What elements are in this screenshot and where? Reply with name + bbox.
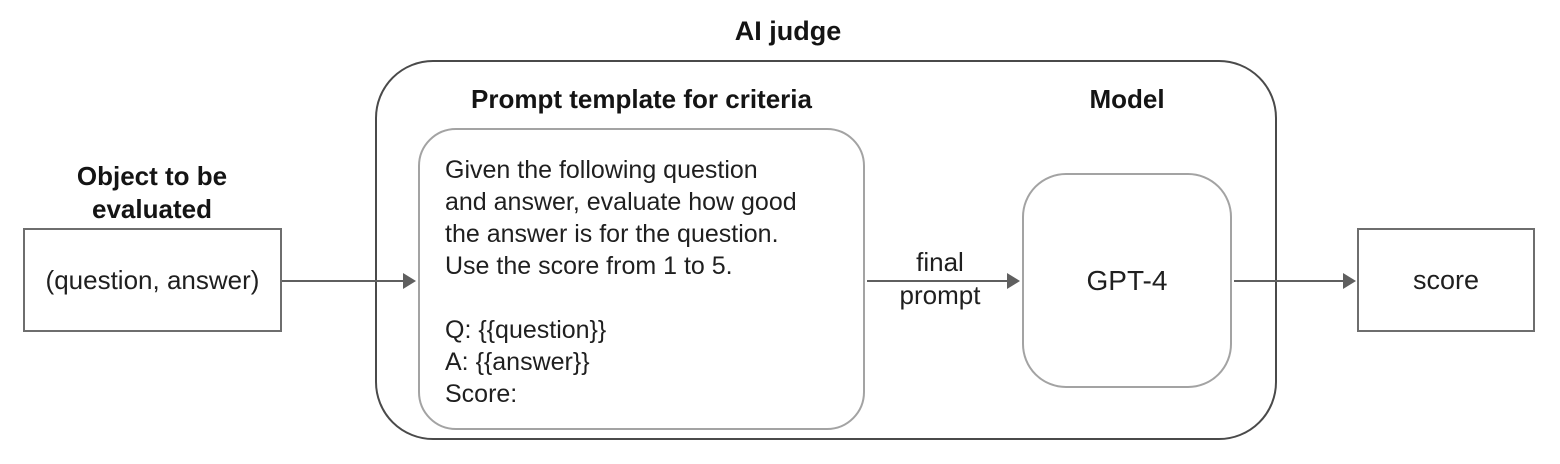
arrow-template-to-model-line xyxy=(867,280,1007,282)
arrow-model-to-score-line xyxy=(1234,280,1343,282)
arrow-template-to-model-head-icon xyxy=(1007,273,1020,289)
prompt-template-text: Given the following question and answer,… xyxy=(445,156,797,408)
score-box-text: score xyxy=(1412,264,1480,295)
gpt4-box: GPT-4 xyxy=(1022,173,1232,388)
object-to-be-evaluated-label: Object to be evaluated xyxy=(76,161,228,224)
arrow-object-to-template-line xyxy=(282,280,403,282)
diagram-title: AI judge xyxy=(734,16,842,46)
model-heading: Model xyxy=(1089,84,1165,114)
final-prompt-label: final prompt xyxy=(899,247,981,310)
score-box: score xyxy=(1357,228,1535,332)
object-box: (question, answer) xyxy=(23,228,282,332)
object-box-text: (question, answer) xyxy=(45,264,260,295)
arrow-object-to-template-head-icon xyxy=(403,273,416,289)
gpt4-box-text: GPT-4 xyxy=(1086,264,1168,296)
prompt-template-heading: Prompt template for criteria xyxy=(471,84,812,114)
prompt-template-box xyxy=(418,128,865,430)
arrow-model-to-score-head-icon xyxy=(1343,273,1356,289)
